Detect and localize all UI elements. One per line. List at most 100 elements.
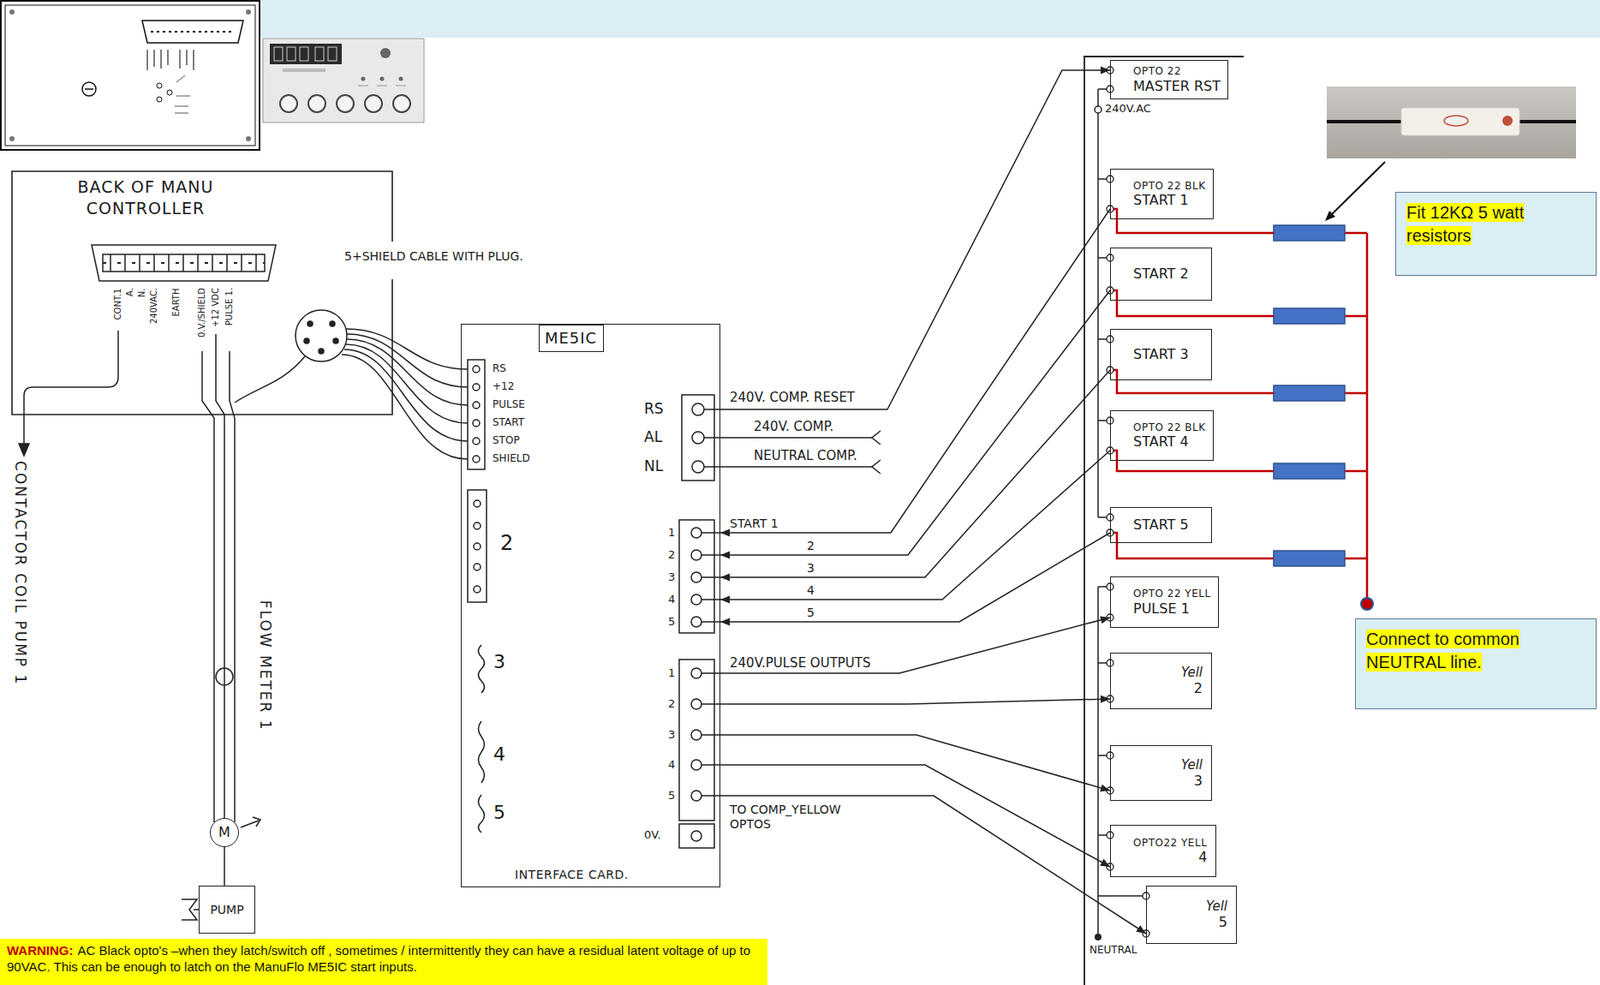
terminal-block bbox=[691, 616, 702, 627]
control-wires bbox=[18, 330, 261, 920]
wire-connector bbox=[224, 847, 226, 886]
control-wires bbox=[215, 334, 225, 415]
connector-number: 4 bbox=[493, 743, 506, 766]
cable-plug bbox=[318, 348, 324, 354]
controller-front-photo bbox=[399, 77, 404, 82]
wire-line bbox=[720, 208, 1111, 533]
arrow-head bbox=[1099, 859, 1111, 867]
node-text: BACK OF MANU CONTROLLER bbox=[42, 176, 249, 219]
compressor-wires bbox=[720, 436, 872, 439]
controller-front-photo bbox=[364, 95, 383, 113]
wire-label: 3 bbox=[806, 561, 815, 576]
terminal-number: 4 bbox=[668, 758, 675, 772]
controller-front-photo bbox=[299, 47, 309, 61]
controller-back-photo bbox=[0, 0, 260, 150]
d-sub-connector bbox=[102, 262, 265, 264]
pin-label: RS bbox=[492, 362, 507, 375]
opto-module: OPTO 22MASTER RST bbox=[1110, 59, 1229, 100]
opto-module: Yell3 bbox=[1110, 745, 1212, 801]
node-text: 5 bbox=[1218, 913, 1228, 931]
cable-note: 5+SHIELD CABLE WITH PLUG. bbox=[344, 249, 524, 264]
opto-module: START 3 bbox=[1110, 328, 1212, 381]
pin-label: CONT.1 bbox=[113, 287, 124, 320]
cable-plug bbox=[304, 338, 310, 344]
wire-connector bbox=[720, 795, 1147, 934]
cable-plug bbox=[295, 310, 347, 362]
node-text: OPTO 22 YELL bbox=[1133, 587, 1212, 600]
controller-back-photo bbox=[174, 75, 191, 114]
node-text: Yell bbox=[1181, 664, 1203, 681]
terminal-block bbox=[472, 419, 480, 427]
wire-label: 240V.PULSE OUTPUTS bbox=[729, 655, 872, 671]
cable-plug bbox=[346, 328, 468, 370]
resistor-lead bbox=[1113, 208, 1274, 233]
node-text: PULSE 1 bbox=[1133, 600, 1190, 617]
wire-label: NEUTRAL COMP. bbox=[753, 447, 858, 464]
controller-back-photo bbox=[147, 49, 194, 71]
pin-label: SHIELD bbox=[492, 452, 531, 465]
pin-label: +12 VDC bbox=[210, 287, 221, 328]
cable-plug bbox=[234, 356, 305, 403]
terminal-block bbox=[473, 563, 481, 571]
terminal-block bbox=[692, 403, 705, 416]
panel-outline bbox=[1084, 56, 1244, 985]
controller-front-photo bbox=[280, 95, 298, 113]
terminal-block bbox=[478, 794, 485, 833]
opto-module: Yell5 bbox=[1146, 885, 1237, 944]
resistor-photo bbox=[1326, 86, 1577, 159]
wire-line bbox=[720, 698, 1111, 705]
supply-terminal bbox=[1094, 106, 1102, 114]
wire-label: 240V. COMP. RESET bbox=[729, 389, 855, 406]
control-wires bbox=[18, 443, 30, 456]
connector-number: 5 bbox=[493, 801, 506, 824]
pin-label: EARTH bbox=[170, 287, 181, 317]
wire-line bbox=[720, 617, 1111, 674]
resistor-network bbox=[1273, 225, 1345, 241]
wire-connector bbox=[720, 695, 1111, 705]
controller-back-photo bbox=[245, 136, 251, 142]
resistor-lead bbox=[1113, 290, 1274, 317]
opto-module: OPTO 22 BLKSTART 1 bbox=[1110, 168, 1214, 220]
node-text: Yell bbox=[1205, 898, 1228, 914]
node-text: ME5IC bbox=[544, 328, 598, 347]
wire-line bbox=[720, 764, 1111, 867]
resistor-network bbox=[1344, 232, 1368, 604]
terminal-block bbox=[691, 759, 702, 771]
pin-label: 0.V./SHIELD bbox=[197, 287, 208, 338]
terminal-number: 4 bbox=[668, 592, 675, 607]
d-sub-connector bbox=[91, 244, 276, 281]
terminal-block bbox=[691, 729, 702, 741]
wire-line bbox=[720, 450, 1111, 600]
resistor-photo bbox=[1326, 86, 1577, 159]
wire-connector bbox=[720, 290, 1111, 560]
terminal-number: 2 bbox=[668, 548, 675, 562]
cable-plug bbox=[234, 310, 468, 460]
controller-back-photo bbox=[142, 20, 244, 43]
wire-connector bbox=[720, 370, 1111, 582]
terminal-block bbox=[472, 455, 480, 463]
pin-label: PULSE bbox=[492, 398, 526, 411]
d-sub-connector bbox=[102, 254, 265, 272]
controller-back-photo bbox=[0, 0, 260, 150]
arrow-head bbox=[1099, 615, 1111, 624]
node-text: START 4 bbox=[1133, 433, 1189, 450]
terminal-block bbox=[679, 823, 715, 848]
wire-label: 2 bbox=[806, 538, 815, 554]
terminal-block bbox=[467, 489, 487, 603]
terminal-number: 1 bbox=[668, 525, 675, 540]
resistor-photo bbox=[1401, 107, 1520, 136]
arrow-head bbox=[720, 596, 730, 604]
resistor-lead bbox=[1113, 370, 1274, 394]
resistor-photo bbox=[1444, 115, 1469, 126]
resistor-network bbox=[1361, 597, 1374, 610]
wire-connector bbox=[224, 414, 226, 818]
terminal-block bbox=[473, 585, 481, 593]
controller-front-photo bbox=[262, 38, 424, 123]
terminal-block bbox=[691, 790, 702, 801]
node-text: PUMP bbox=[209, 902, 244, 917]
terminal-block bbox=[691, 830, 702, 842]
wire-connector bbox=[720, 450, 1111, 604]
controller-back-photo bbox=[150, 30, 235, 33]
terminal-block bbox=[692, 431, 705, 444]
controller-back-photo bbox=[82, 82, 96, 96]
